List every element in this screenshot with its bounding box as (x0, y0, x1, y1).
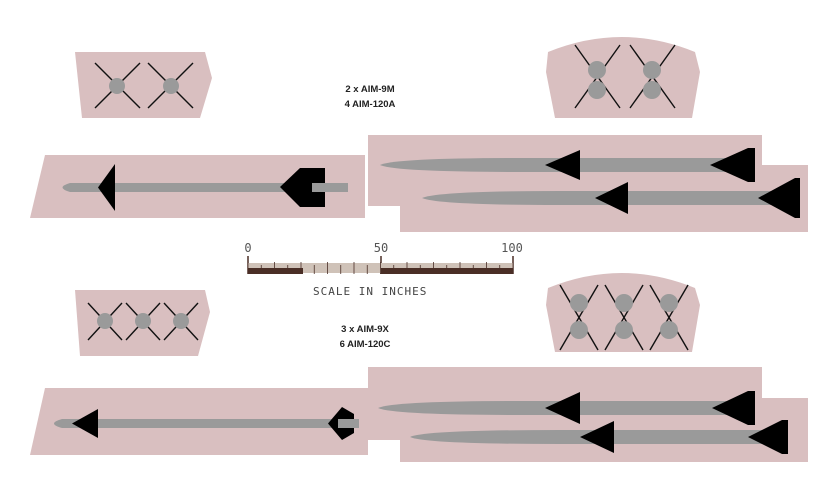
config-1-caption: 2 x AIM-9M 4 AIM-120A (310, 82, 430, 112)
scale-ruler-dark-left (248, 268, 303, 274)
config-1-caption-line-2: 4 AIM-120A (344, 99, 396, 110)
main-bay-cross-section-1 (546, 37, 700, 118)
side-bay-cross-section-1 (75, 52, 212, 118)
aim-120-side-view-1a (380, 148, 755, 182)
scale-tick-label-100: 100 (501, 241, 523, 255)
aim-120-side-view-1b (422, 178, 800, 218)
aim-120-side-view-2a (378, 391, 755, 425)
main-bay-cross-section-2 (546, 273, 700, 352)
scale-tick-label-50: 50 (374, 241, 388, 255)
scale-bar: 0 50 100 (244, 241, 523, 274)
config-2-group (30, 273, 808, 462)
main-bay-missile-ends-2 (559, 284, 689, 351)
config-1-caption-line-1: 2 x AIM-9M (345, 84, 395, 95)
scale-ruler-dark-right (381, 268, 513, 274)
aim-120-side-view-2b (410, 420, 788, 454)
config-2-caption: 3 x AIM-9X 6 AIM-120C (305, 322, 425, 352)
config-1-group (30, 37, 808, 232)
aim-9-side-view-2 (54, 407, 359, 440)
side-bay-missile-end-1a (94, 62, 141, 109)
side-bay-missile-end-1b (147, 62, 194, 109)
main-bay-missile-ends-1 (574, 44, 676, 109)
scale-tick-label-0: 0 (244, 241, 251, 255)
aim-9-side-view-1 (62, 164, 348, 211)
config-2-caption-line-1: 3 x AIM-9X (341, 324, 389, 335)
scale-label: SCALE IN INCHES (313, 285, 428, 298)
side-bay-missile-ends-2 (87, 302, 199, 341)
config-2-caption-line-2: 6 AIM-120C (339, 339, 391, 350)
